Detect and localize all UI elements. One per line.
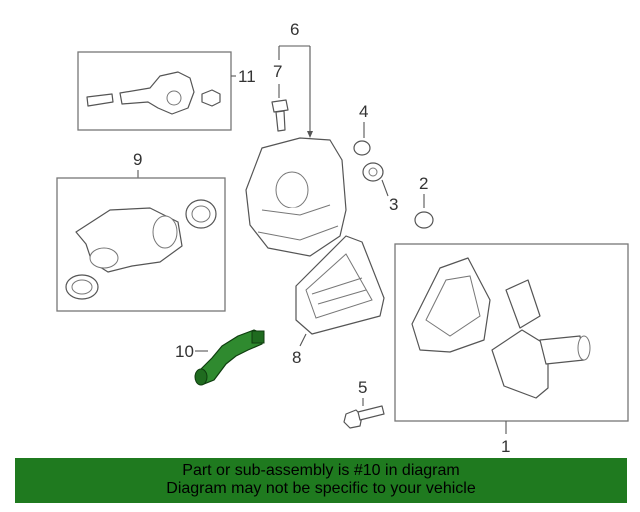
part-11-body — [119, 71, 195, 115]
part-1-inlet-mouth — [577, 335, 591, 361]
group-11-frame — [77, 51, 232, 131]
part-9-duct-inlet — [152, 215, 178, 249]
part-10-body — [195, 329, 265, 385]
callout-6: 6 — [290, 20, 299, 39]
part-7-bolt[interactable]: 7 — [271, 62, 289, 132]
part-3-hole — [368, 167, 378, 177]
callout-11: 11 — [238, 67, 256, 86]
callout-10: 10 — [175, 342, 194, 361]
part-10-hose[interactable]: 10 — [175, 329, 265, 386]
part-group-11[interactable]: 11 — [77, 51, 256, 131]
callout-8: 8 — [292, 348, 301, 367]
part-9-duct-end — [89, 247, 119, 269]
part-1-lower-box-inner — [425, 275, 481, 337]
part-7-shank — [275, 110, 286, 132]
part-group-1[interactable]: 1 — [394, 243, 629, 456]
callout-4: 4 — [359, 102, 368, 121]
callout-5: 5 — [358, 378, 367, 397]
part-11-bolt — [201, 89, 221, 107]
part-8-media — [305, 253, 373, 319]
part-4[interactable]: 4 — [353, 102, 371, 156]
cover-outlet — [275, 171, 309, 209]
part-2[interactable]: 2 — [414, 174, 434, 229]
leader-6-arrow — [307, 131, 313, 138]
air-cleaner-cover — [245, 137, 347, 257]
part-4-grommet — [353, 140, 371, 156]
leader-8 — [299, 333, 307, 347]
cover-flange — [257, 225, 339, 241]
part-group-6[interactable]: 6 — [278, 20, 313, 138]
part-11-port — [166, 90, 182, 106]
banner-line-1: Part or sub-assembly is #10 in diagram — [182, 462, 460, 479]
group-1-frame — [394, 243, 629, 422]
part-5-head — [343, 409, 363, 429]
part-10-connector — [251, 330, 265, 344]
part-group-9[interactable]: 9 — [56, 150, 226, 312]
part-10-end — [194, 368, 208, 386]
callout-3: 3 — [389, 195, 398, 214]
leader-3 — [381, 179, 389, 197]
part-9-clamp-upper-inner — [191, 205, 211, 223]
callout-7: 7 — [273, 62, 282, 81]
part-11-tag — [86, 93, 114, 107]
callout-1: 1 — [501, 437, 510, 456]
info-banner: Part or sub-assembly is #10 in diagram D… — [15, 458, 627, 503]
callout-2: 2 — [419, 174, 428, 193]
part-5-bolt[interactable]: 5 — [343, 378, 385, 429]
part-3[interactable]: 3 — [362, 162, 398, 214]
banner-line-2: Diagram may not be specific to your vehi… — [166, 480, 476, 497]
part-1-resonator — [491, 329, 549, 399]
group-9-frame — [56, 177, 226, 312]
callout-9: 9 — [133, 150, 142, 169]
part-7-head — [271, 99, 289, 113]
cover-ridge — [261, 204, 331, 216]
part-2-grommet — [414, 211, 434, 229]
part-5-shank — [357, 405, 385, 421]
part-1-bracket — [505, 279, 541, 329]
part-1-inlet-tube — [539, 335, 585, 365]
part-9-clamp-lower-inner — [71, 279, 93, 295]
part-8-filter[interactable]: 8 — [292, 235, 385, 367]
part-8-pleats — [311, 277, 367, 305]
leader-6 — [278, 45, 311, 135]
